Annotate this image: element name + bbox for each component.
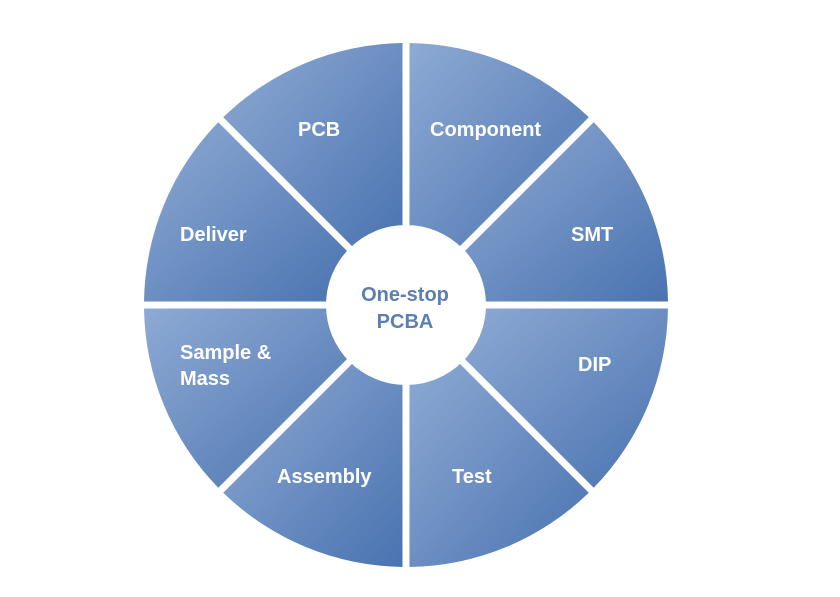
segment-label-sample-mass: Sample & Mass [180, 342, 272, 390]
segment-label-pcb: PCB [298, 119, 341, 141]
hub-title-line-1: One-stop [361, 284, 449, 306]
wheel-segment-assembly [144, 308, 355, 488]
segment-label-assembly: Assembly [277, 466, 372, 488]
segment-label-dip: DIP [578, 354, 612, 376]
hub-title: One-stop PCBA [320, 282, 490, 336]
wheel-segment-test [223, 356, 403, 567]
wheel-segment-component [457, 122, 668, 302]
wheel-segment-dip [409, 356, 589, 567]
segment-label-deliver: Deliver [180, 224, 247, 246]
wheel-segment-smt [457, 308, 668, 488]
wheel-segment-pcb [409, 43, 589, 254]
wheel-segments [144, 43, 668, 567]
segment-label-smt: SMT [571, 224, 614, 246]
hub-title-line-2: PCBA [376, 311, 434, 333]
wheel-segment-sample-mass [144, 122, 355, 302]
wheel-segment-deliver [223, 43, 403, 254]
segment-label-test: Test [452, 466, 492, 488]
segment-label-component: Component [430, 119, 542, 141]
hub-circle [326, 225, 486, 385]
